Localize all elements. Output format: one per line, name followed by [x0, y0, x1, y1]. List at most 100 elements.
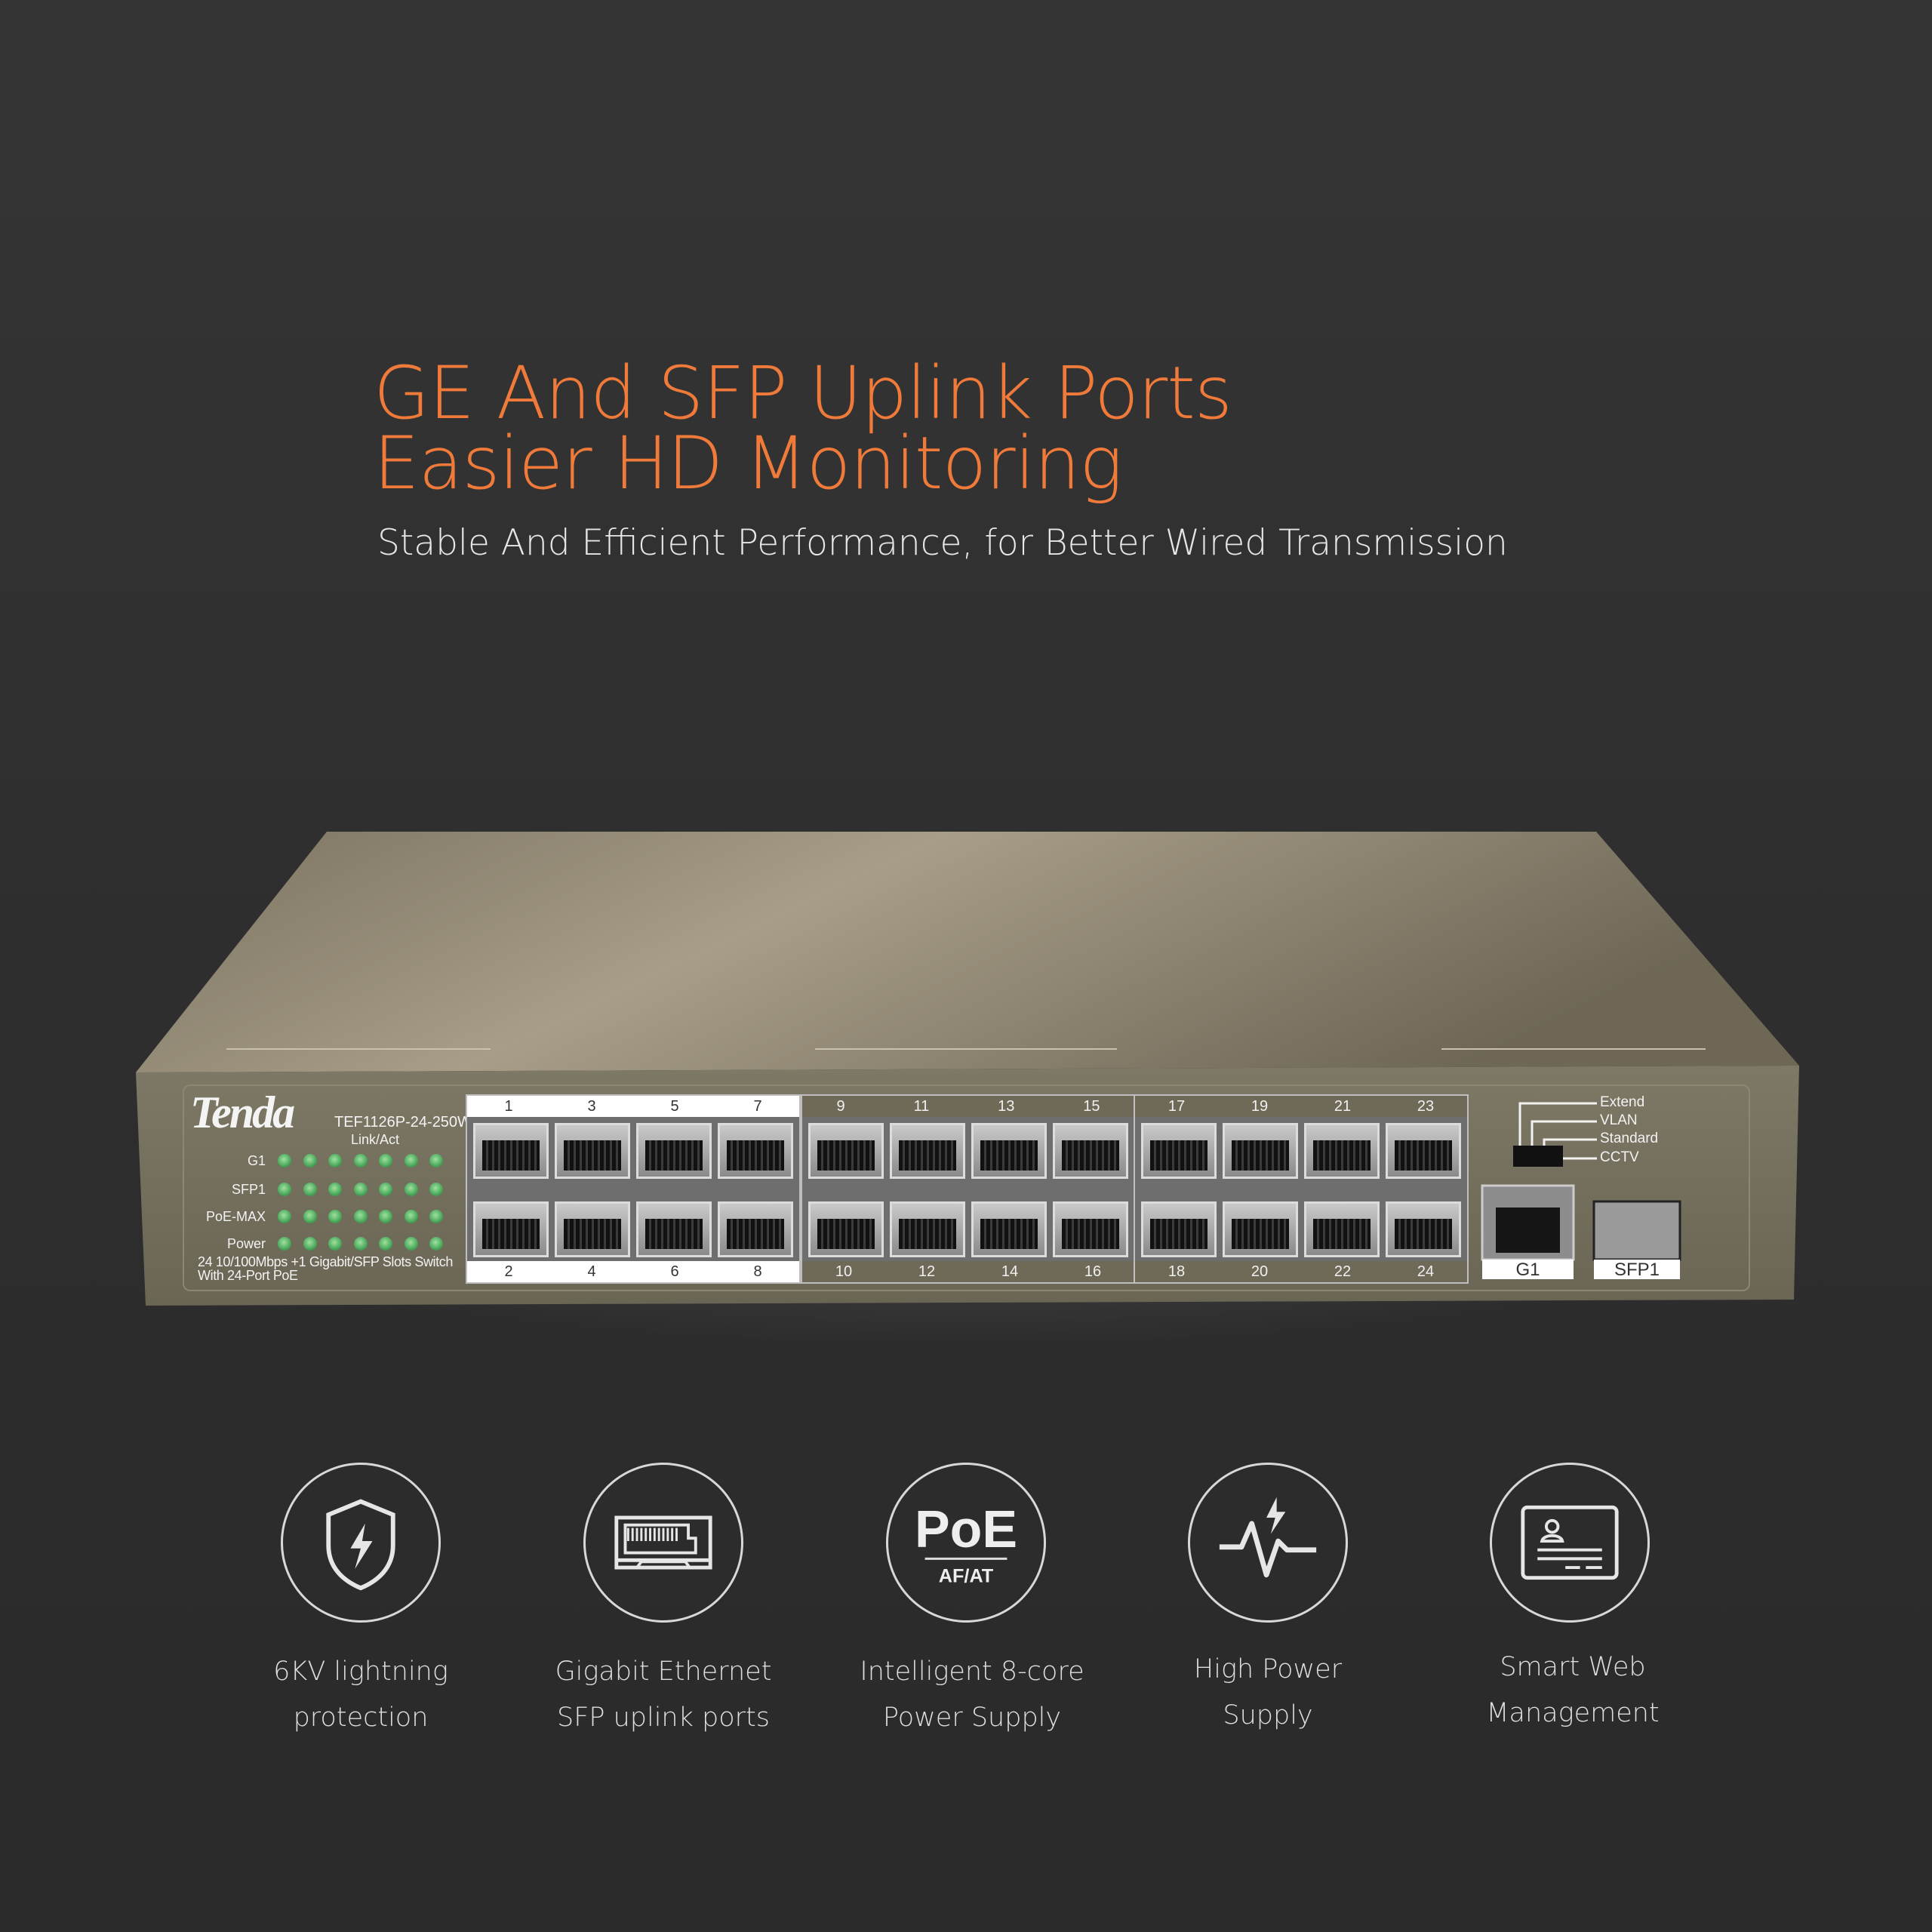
- ethernet-port: [555, 1123, 630, 1179]
- status-led: [379, 1237, 392, 1251]
- status-led: [278, 1237, 291, 1251]
- port-number: 21: [1334, 1097, 1352, 1115]
- status-led: [303, 1154, 317, 1168]
- port-number: 17: [1168, 1097, 1186, 1115]
- ethernet-port: [1223, 1123, 1298, 1179]
- port-number: 19: [1251, 1097, 1269, 1115]
- model-number: TEF1126P-24-250W: [334, 1114, 472, 1131]
- led-row-label: SFP1: [231, 1182, 266, 1197]
- status-led: [429, 1237, 443, 1251]
- status-led: [429, 1154, 443, 1168]
- port-number-strip: 9 11 13 15: [802, 1096, 1134, 1117]
- port-number: 1: [504, 1097, 513, 1115]
- ethernet-port: [718, 1201, 793, 1257]
- ethernet-port: [1223, 1201, 1298, 1257]
- ethernet-port: [636, 1123, 712, 1179]
- ethernet-port: [808, 1123, 884, 1179]
- switch-top-face: [136, 832, 1799, 1072]
- port-number: 5: [670, 1097, 679, 1115]
- ethernet-port: [1141, 1201, 1217, 1257]
- status-led: [429, 1183, 443, 1196]
- status-led: [379, 1154, 392, 1168]
- port-number: 11: [913, 1097, 930, 1115]
- ethernet-port: [971, 1123, 1047, 1179]
- status-led: [353, 1183, 368, 1196]
- port-number: 16: [1084, 1263, 1102, 1280]
- mode-vlan: VLAN: [1600, 1112, 1638, 1128]
- device-description-2: With 24-Port PoE: [198, 1268, 298, 1283]
- brand-logo: Tenda: [190, 1088, 295, 1137]
- port-number: 15: [1083, 1097, 1100, 1115]
- subtitle: Stable And Efficient Performance, for Be…: [377, 522, 1508, 564]
- status-led: [278, 1183, 291, 1196]
- ethernet-port: [1053, 1123, 1128, 1179]
- ethernet-port: [1386, 1201, 1461, 1257]
- port-number: 12: [918, 1263, 936, 1280]
- status-led: [303, 1183, 317, 1196]
- ethernet-port: [636, 1201, 712, 1257]
- port-number: 8: [753, 1263, 762, 1280]
- ethernet-port: [1386, 1123, 1461, 1179]
- port-number: 18: [1168, 1263, 1186, 1280]
- ethernet-port: [1304, 1123, 1380, 1179]
- sfp1-label: SFP1: [1594, 1260, 1680, 1280]
- headline-line2: Easier HD Monitoring: [374, 421, 1123, 506]
- ethernet-port: [1304, 1201, 1380, 1257]
- sfp-module-icon: [583, 1463, 743, 1623]
- status-led: [429, 1210, 443, 1223]
- ethernet-port: [473, 1201, 549, 1257]
- status-led: [353, 1237, 368, 1251]
- status-led: [278, 1154, 291, 1168]
- poe-sub-text: AF/AT: [939, 1565, 994, 1586]
- ethernet-port: [971, 1201, 1047, 1257]
- ethernet-port: [808, 1201, 884, 1257]
- device-description-1: 24 10/100Mbps +1 Gigabit/SFP Slots Switc…: [198, 1254, 453, 1269]
- led-row-label: PoE-MAX: [205, 1209, 266, 1224]
- mode-switch-slider: [1513, 1146, 1563, 1167]
- ethernet-port: [890, 1123, 965, 1179]
- status-led: [328, 1183, 342, 1196]
- mode-cctv: CCTV: [1600, 1149, 1639, 1165]
- status-led: [379, 1183, 392, 1196]
- led-row-label: G1: [247, 1153, 266, 1168]
- port-number: 20: [1251, 1263, 1269, 1280]
- status-led: [278, 1210, 291, 1223]
- port-number: 13: [998, 1097, 1015, 1115]
- status-led: [404, 1237, 418, 1251]
- port-number: 9: [836, 1097, 845, 1115]
- status-led: [353, 1154, 368, 1168]
- status-led: [404, 1154, 418, 1168]
- status-led: [328, 1237, 342, 1251]
- heartbeat-bolt-icon: [1188, 1463, 1348, 1623]
- led-row-label: Power: [226, 1236, 266, 1251]
- mode-standard: Standard: [1600, 1131, 1659, 1146]
- port-number: 10: [835, 1263, 853, 1280]
- port-number-strip: 10 12 14 16: [802, 1261, 1134, 1282]
- front-panel: [183, 1084, 1750, 1291]
- ethernet-port: [890, 1201, 965, 1257]
- ethernet-port: [1053, 1201, 1128, 1257]
- status-led: [303, 1210, 317, 1223]
- web-management-icon: [1490, 1463, 1650, 1623]
- ethernet-port: [473, 1123, 549, 1179]
- status-led: [328, 1210, 342, 1223]
- ethernet-port: [718, 1123, 793, 1179]
- ethernet-port: [555, 1201, 630, 1257]
- status-led: [379, 1210, 392, 1223]
- port-number: 2: [504, 1263, 513, 1280]
- status-led: [404, 1183, 418, 1196]
- shield-bolt-icon: [281, 1463, 441, 1623]
- port-number: 14: [1001, 1263, 1019, 1280]
- port-number: 3: [587, 1097, 596, 1115]
- port-number: 6: [670, 1263, 679, 1280]
